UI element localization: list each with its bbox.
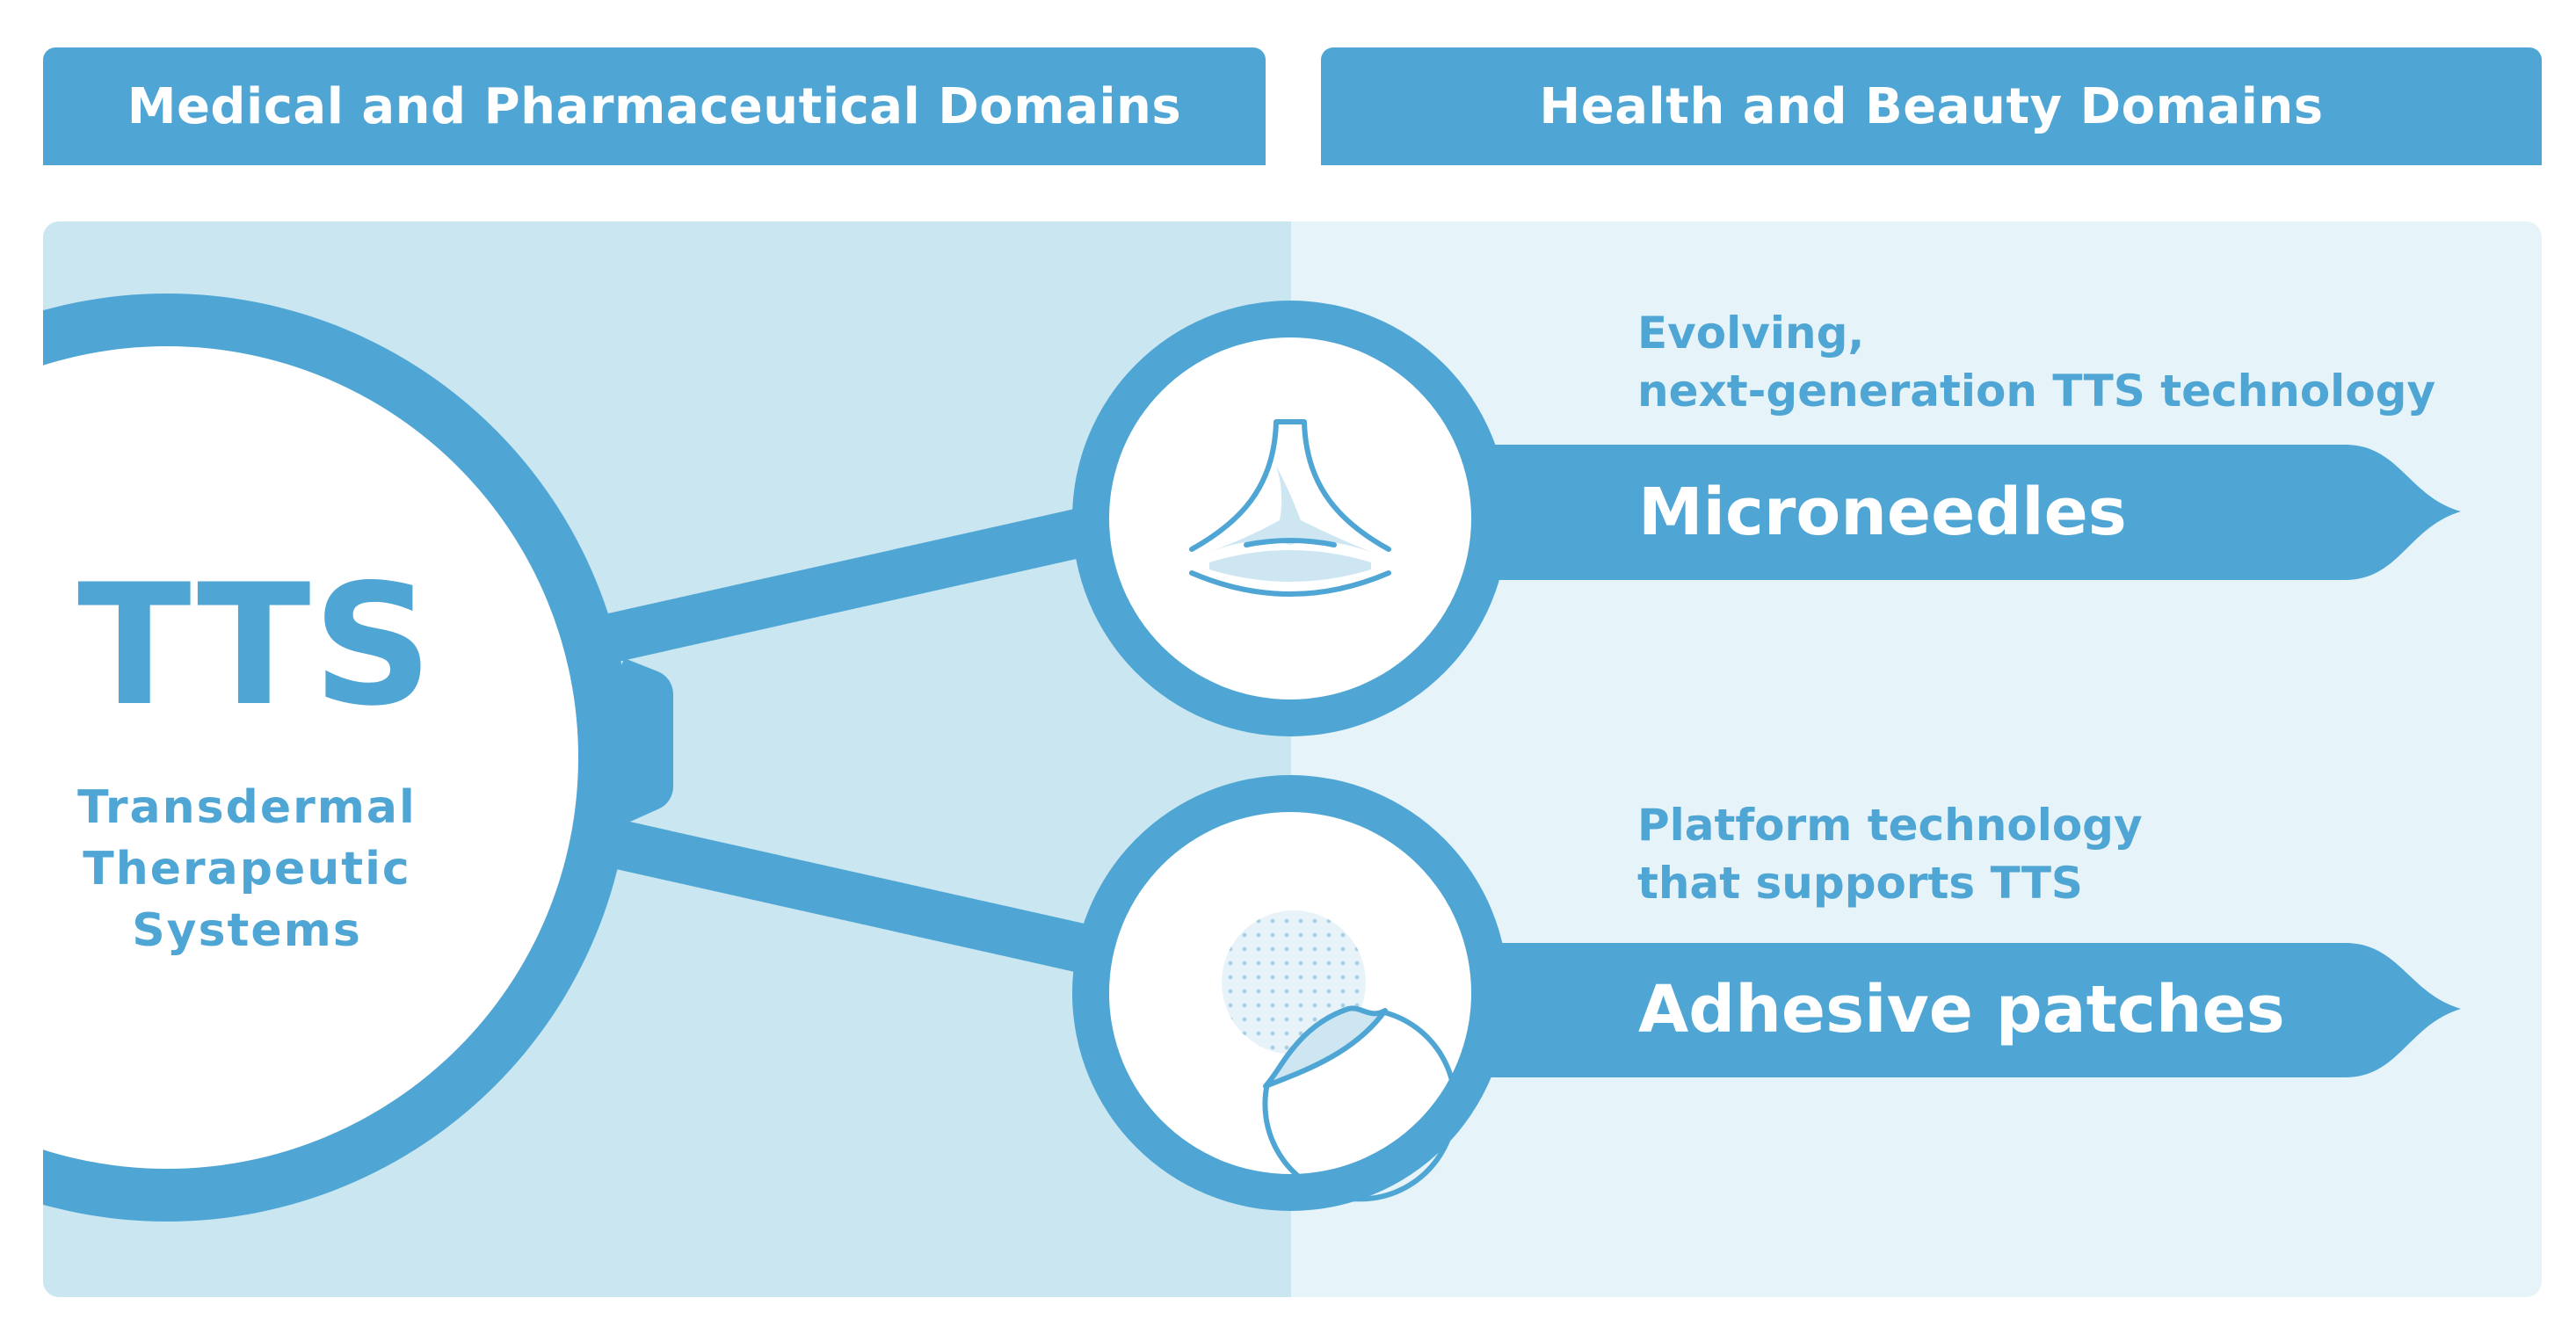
tts-abbreviation: TTS [77,548,435,743]
branch-upper [591,507,1110,662]
medical-domain-header-label: Medical and Pharmaceutical Domains [127,77,1182,135]
adhesive-patches-banner [1441,943,2461,1077]
adhesive-patches-title: Adhesive patches [1638,972,2285,1048]
branch-fork [605,657,673,824]
tts-full-name: Transdermal Therapeutic Systems [77,781,417,957]
adhesive-patch-icon [1222,910,1458,1202]
health-domain-header: Health and Beauty Domains [1321,47,2542,165]
tts-circle [43,294,631,1222]
branch-lower [591,819,1110,974]
health-domain-header-label: Health and Beauty Domains [1539,77,2324,135]
adhesive-patches-description: Platform technology that supports TTS [1637,800,2143,909]
microneedle-icon [1189,419,1391,597]
microneedles-title: Microneedles [1638,475,2127,550]
health-domain-panel [1291,221,2542,1297]
connector-branches [591,507,1110,974]
microneedles-description: Evolving, next-generation TTS technology [1637,308,2436,417]
microneedles-banner [1441,445,2461,580]
medical-domain-header: Medical and Pharmaceutical Domains [43,47,1266,165]
